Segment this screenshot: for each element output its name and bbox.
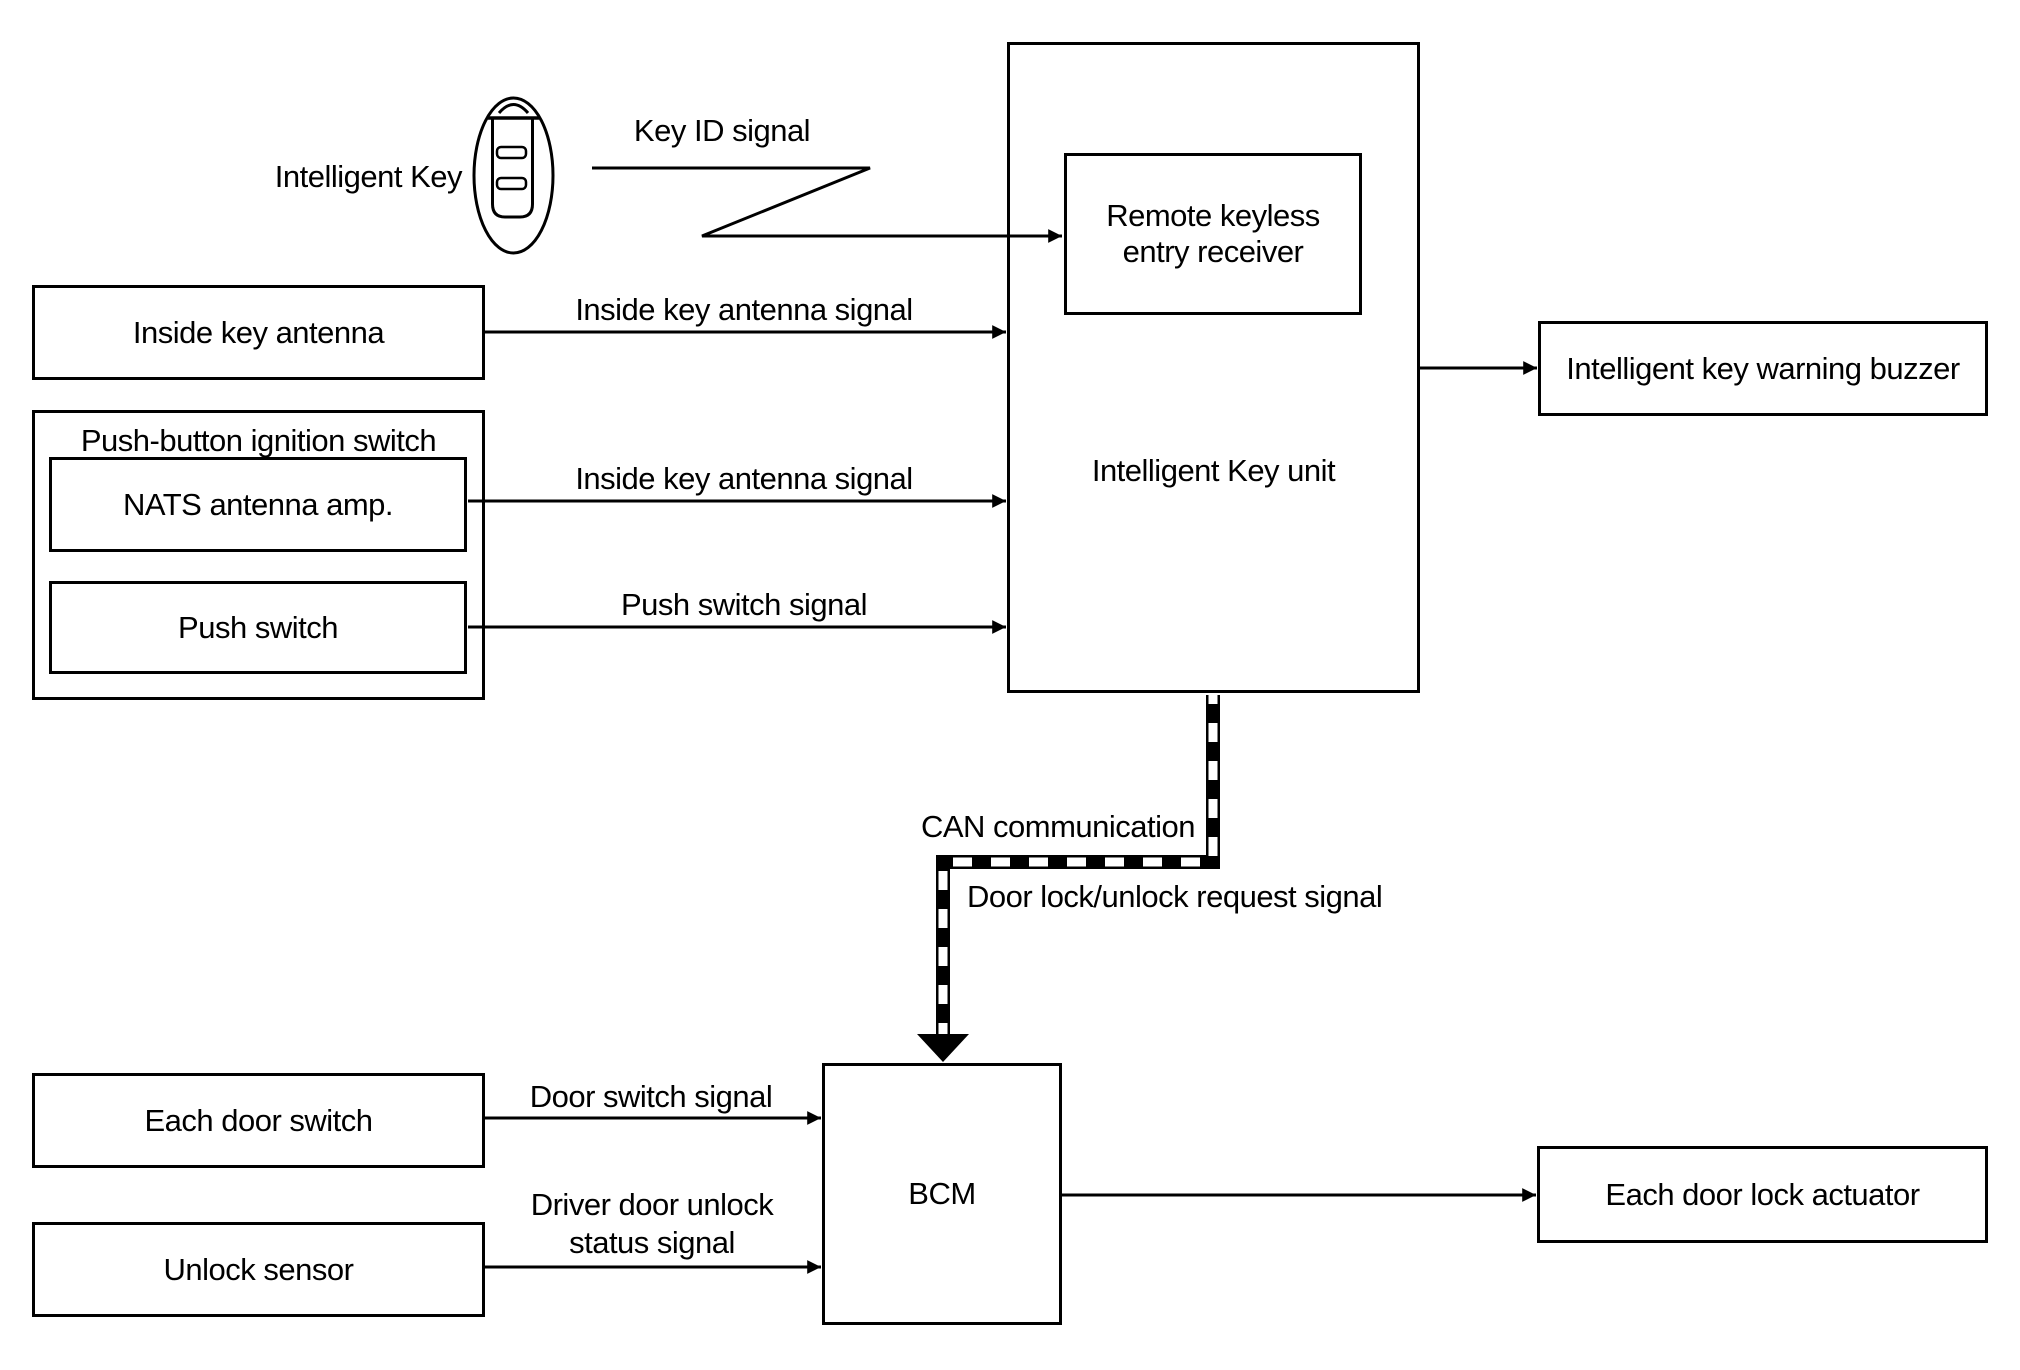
box-each-door-switch: Each door switch [32, 1073, 485, 1168]
box-bcm-label: BCM [908, 1176, 976, 1211]
box-remote-keyless-entry-receiver: Remote keyless entry receiver [1064, 153, 1362, 315]
box-inside-key-antenna-label: Inside key antenna [132, 314, 385, 350]
box-unlock-sensor-label: Unlock sensor [163, 1251, 354, 1287]
intelligent-key-fob-icon [472, 96, 555, 255]
arrow-key-id-signal [592, 166, 1062, 243]
box-push-button-ignition-switch-label: Push-button ignition switch [80, 423, 437, 458]
label-driver-door-unlock-status-signal: Driver door unlock status signal [530, 1187, 774, 1260]
can-communication-line [917, 695, 1220, 1062]
label-key-id-signal: Key ID signal [633, 113, 811, 148]
label-push-switch-signal: Push switch signal [620, 587, 868, 622]
box-remote-keyless-entry-receiver-label: Remote keyless entry receiver [1106, 198, 1320, 269]
box-push-switch: Push switch [49, 581, 467, 674]
box-intelligent-key-warning-buzzer: Intelligent key warning buzzer [1538, 321, 1988, 416]
box-nats-antenna-amp: NATS antenna amp. [49, 457, 467, 552]
box-nats-antenna-amp-label: NATS antenna amp. [122, 486, 394, 522]
box-unlock-sensor: Unlock sensor [32, 1222, 485, 1317]
box-push-button-ignition-switch: Push-button ignition switch NATS antenna… [32, 410, 485, 700]
box-each-door-lock-actuator-label: Each door lock actuator [1605, 1176, 1920, 1212]
box-inside-key-antenna: Inside key antenna [32, 285, 485, 380]
box-push-switch-label: Push switch [178, 609, 338, 645]
box-intelligent-key-unit-label: Intelligent Key unit [1091, 453, 1336, 488]
label-inside-key-antenna-signal-1: Inside key antenna signal [575, 292, 913, 327]
label-door-switch-signal: Door switch signal [529, 1079, 773, 1114]
box-each-door-lock-actuator: Each door lock actuator [1537, 1146, 1988, 1243]
label-can-communication: CAN communication [920, 809, 1196, 844]
box-bcm: BCM [822, 1063, 1062, 1325]
label-inside-key-antenna-signal-2: Inside key antenna signal [575, 461, 913, 496]
label-intelligent-key: Intelligent Key [274, 159, 463, 194]
box-intelligent-key-warning-buzzer-label: Intelligent key warning buzzer [1566, 350, 1960, 386]
label-door-lock-unlock-request-signal: Door lock/unlock request signal [967, 879, 1383, 914]
box-each-door-switch-label: Each door switch [144, 1102, 373, 1138]
box-intelligent-key-unit: Intelligent Key unit Remote keyless entr… [1007, 42, 1420, 693]
can-arrowhead [917, 1034, 969, 1062]
